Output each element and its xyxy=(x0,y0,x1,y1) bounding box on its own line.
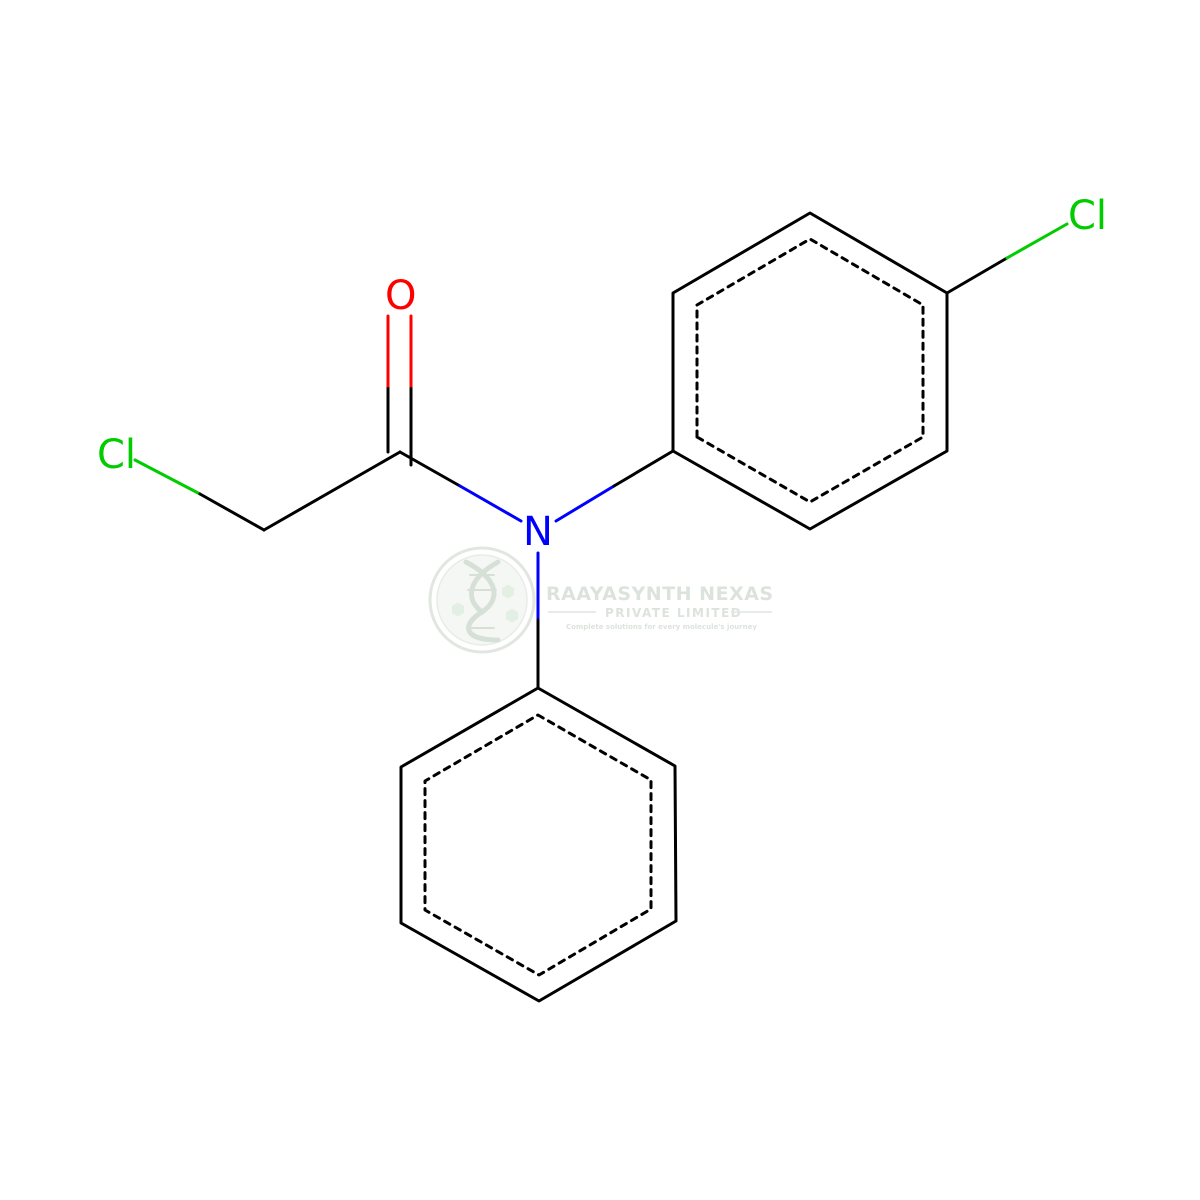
phenyl-ring xyxy=(399,686,678,1003)
watermark: RAAYASYNTH NEXAS PRIVATE LIMITED Complet… xyxy=(428,546,774,654)
chlorophenyl-ring xyxy=(671,211,949,531)
bond-n-aryl-c-part xyxy=(612,449,675,488)
bond-aryl-cl-cl-part xyxy=(1005,222,1069,260)
bond-cl-ch2-c-part xyxy=(198,492,266,532)
bond-n-aryl-n-part xyxy=(554,484,616,523)
watermark-logo-inner-ring xyxy=(436,554,528,646)
chlorophenyl-ring-aromatic-dashes xyxy=(695,237,925,504)
bond-aryl-cl-c-part xyxy=(945,256,1009,295)
watermark-subtitle: PRIVATE LIMITED xyxy=(605,606,742,620)
watermark-logo-outer-ring xyxy=(428,546,536,654)
watermark-title: RAAYASYNTH NEXAS xyxy=(546,583,774,605)
watermark-hexagon-icons xyxy=(452,584,518,623)
phenyl-ring-aromatic-dashes xyxy=(423,713,653,977)
watermark-dna-icon xyxy=(463,559,501,643)
atom-label-oxygen: O xyxy=(385,273,416,319)
watermark-tagline: Complete solutions for every molecule's … xyxy=(566,623,757,631)
bond-ch2-carbonyl xyxy=(262,450,402,532)
bonds xyxy=(133,211,1069,1003)
bond-carbonyl-n-n-part xyxy=(458,484,523,523)
atom-label-chlorine-left: Cl xyxy=(97,432,136,478)
atom-label-chlorine-right: Cl xyxy=(1068,193,1107,239)
bond-carbonyl-n-c-part xyxy=(398,450,462,488)
bond-cl-ch2-cl-part xyxy=(133,458,202,496)
atom-label-nitrogen: N xyxy=(523,509,553,555)
